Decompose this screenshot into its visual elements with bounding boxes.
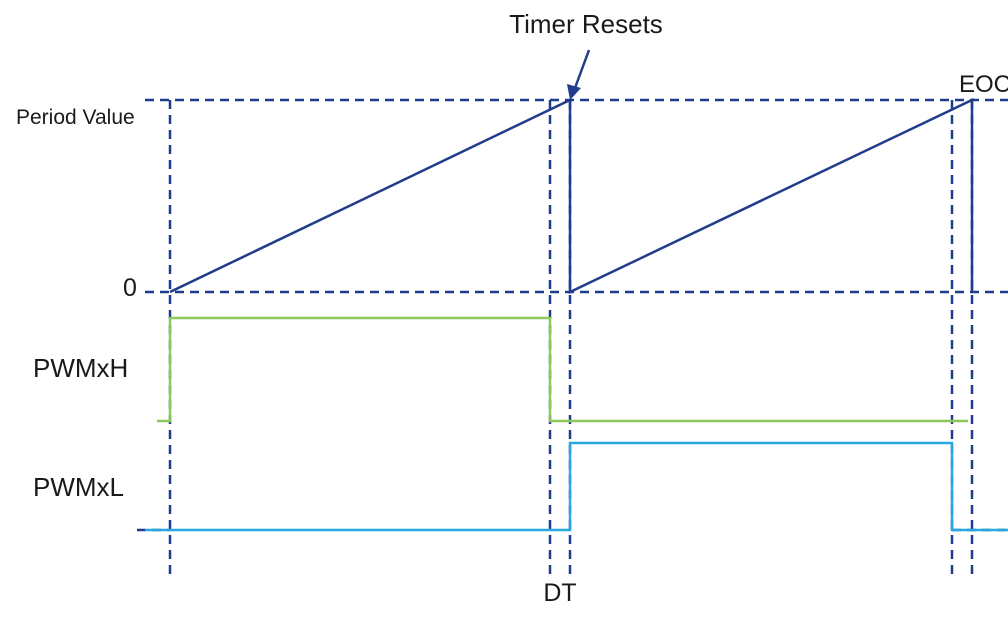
- timer-resets-label: Timer Resets: [509, 9, 663, 39]
- timer-sawtooth-waveform: [169, 98, 974, 294]
- pwmxh-waveform: [157, 316, 968, 423]
- pwmxl-waveform: [145, 441, 1008, 532]
- timer-resets-arrowhead: [567, 84, 581, 100]
- pwmxl-label: PWMxL: [33, 472, 124, 502]
- pwmxh-label: PWMxH: [33, 353, 128, 383]
- timer-resets-arrow: [573, 49, 591, 89]
- eoc-label: EOC: [959, 71, 1008, 98]
- dt-label: DT: [543, 579, 576, 607]
- period-value-label: Period Value: [16, 106, 135, 129]
- zero-label: 0: [123, 274, 137, 302]
